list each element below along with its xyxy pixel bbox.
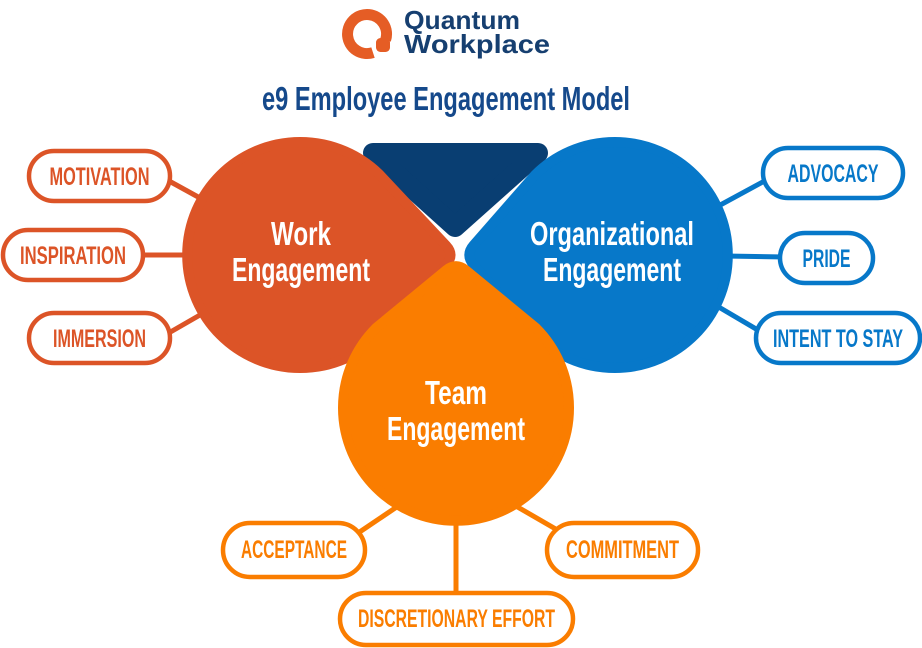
center-triangle xyxy=(363,143,548,237)
brand-name-line1: Quantum xyxy=(404,5,520,35)
team-engagement-petal: Team Engagement xyxy=(338,261,574,526)
pride-connector xyxy=(724,253,786,260)
pill-label: INSPIRATION xyxy=(20,242,126,270)
pill-label: INTENT TO STAY xyxy=(773,325,903,353)
driver-pill-inspiration: INSPIRATION xyxy=(0,227,146,283)
pill-label: DISCRETIONARY EFFORT xyxy=(358,605,555,633)
pill-outline xyxy=(337,590,576,648)
pill-outline xyxy=(760,145,906,201)
brand-name-line2: Workplace xyxy=(404,29,550,59)
organizational-label-line2: Engagement xyxy=(543,251,681,288)
pill-label: IMMERSION xyxy=(53,325,146,353)
driver-pill-pride: PRIDE xyxy=(777,230,876,286)
q-dot-icon xyxy=(376,38,390,52)
quantum-workplace-logo: Quantum Workplace xyxy=(342,5,550,59)
pill-outline xyxy=(220,520,368,580)
organizational-label-line1: Organizational xyxy=(530,215,694,252)
team-driver-pills: ACCEPTANCE DISCRETIONARY EFFORT COMMITME… xyxy=(220,520,701,648)
pill-outline xyxy=(26,310,173,366)
driver-pill-acceptance: ACCEPTANCE xyxy=(220,520,368,580)
diagram-title: e9 Employee Engagement Model xyxy=(262,80,630,117)
work-label-line2: Engagement xyxy=(232,251,370,288)
driver-pill-immersion: IMMERSION xyxy=(26,310,173,366)
driver-pill-intent-to-stay: INTENT TO STAY xyxy=(753,310,922,366)
organizational-petal-shape xyxy=(464,137,733,373)
pill-outline xyxy=(777,230,876,286)
organizational-driver-pills: ADVOCACY PRIDE INTENT TO STAY xyxy=(753,145,922,366)
driver-pill-motivation: MOTIVATION xyxy=(26,148,173,204)
team-petal-shape xyxy=(338,261,574,526)
team-label-line1: Team xyxy=(425,374,487,411)
pill-outline xyxy=(0,227,146,283)
pill-label: MOTIVATION xyxy=(50,163,150,191)
pill-outline xyxy=(26,148,173,204)
pill-label: ACCEPTANCE xyxy=(241,536,347,564)
team-label-line2: Engagement xyxy=(387,410,525,447)
q-ring-icon xyxy=(342,9,392,59)
quantum-q-icon xyxy=(342,9,392,59)
pill-label: COMMITMENT xyxy=(566,536,679,564)
work-driver-pills: MOTIVATION INSPIRATION IMMERSION xyxy=(0,148,173,366)
driver-pill-advocacy: ADVOCACY xyxy=(760,145,906,201)
driver-pill-discretionary-effort: DISCRETIONARY EFFORT xyxy=(337,590,576,648)
driver-pill-commitment: COMMITMENT xyxy=(544,520,701,580)
work-label-line1: Work xyxy=(271,215,331,252)
pill-label: ADVOCACY xyxy=(788,160,879,188)
pill-label: PRIDE xyxy=(803,245,851,273)
pill-outline xyxy=(753,310,922,366)
pill-outline xyxy=(544,520,701,580)
organizational-engagement-petal: Organizational Engagement xyxy=(464,137,733,373)
